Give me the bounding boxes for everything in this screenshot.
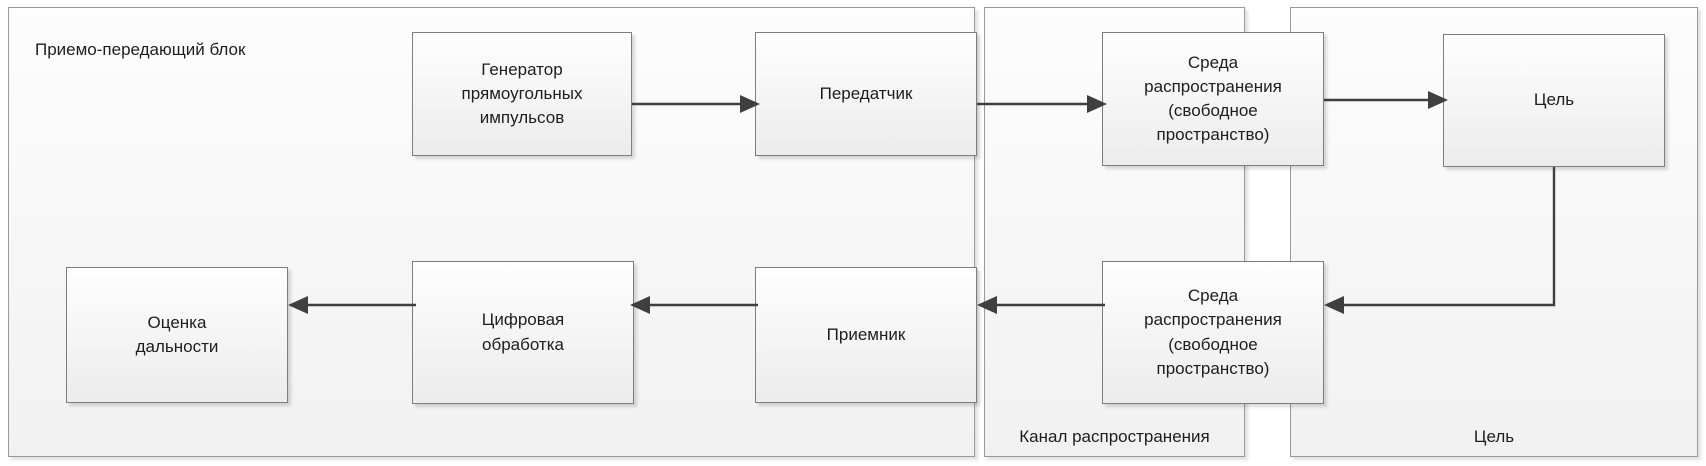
node-medium-return-label: Среда распространения (свободное простра… bbox=[1144, 286, 1282, 378]
node-transmitter[interactable]: Передатчик bbox=[755, 32, 977, 156]
arrowhead-icon bbox=[630, 296, 650, 314]
node-receiver-label: Приемник bbox=[826, 324, 906, 344]
group-target-label: Цель bbox=[1473, 427, 1515, 446]
node-digital-processing[interactable]: Цифровая обработка bbox=[412, 261, 634, 404]
group-channel-label: Канал распространения bbox=[1019, 427, 1210, 446]
connector-gen-to-tx bbox=[632, 95, 760, 113]
node-pulse-generator[interactable]: Генератор прямоугольных импульсов bbox=[412, 32, 632, 156]
arrowhead-icon bbox=[977, 296, 997, 314]
node-transmitter-label: Передатчик bbox=[819, 83, 913, 103]
node-medium-forward-label: Среда распространения (свободное простра… bbox=[1144, 52, 1282, 145]
node-medium-forward[interactable]: Среда распространения (свободное простра… bbox=[1102, 32, 1324, 166]
node-receiver[interactable]: Приемник bbox=[755, 267, 977, 403]
node-medium-return[interactable]: Среда распространения (свободное простра… bbox=[1102, 261, 1324, 404]
node-pulse-generator-label: Генератор прямоугольных импульсов bbox=[461, 59, 583, 128]
group-transceiver-label: Приемо-передающий блок bbox=[35, 40, 246, 59]
node-target-label: Цель bbox=[1533, 90, 1575, 110]
connector-medium-to-target bbox=[1324, 91, 1448, 109]
connector-target-to-medium bbox=[1324, 167, 1556, 314]
arrowhead-icon bbox=[1087, 95, 1107, 113]
arrowhead-icon bbox=[1428, 91, 1448, 109]
arrowhead-icon bbox=[288, 296, 308, 314]
node-range-estimate-label: Оценка дальности bbox=[135, 312, 219, 356]
connector-medium-to-rx bbox=[977, 296, 1105, 314]
connector-line bbox=[1342, 167, 1556, 307]
arrowhead-icon bbox=[740, 95, 760, 113]
connector-tx-to-medium bbox=[977, 95, 1107, 113]
connector-dsp-to-range bbox=[288, 296, 416, 314]
arrowhead-icon bbox=[1324, 296, 1344, 314]
node-digital-processing-label: Цифровая обработка bbox=[481, 310, 565, 354]
node-target[interactable]: Цель bbox=[1443, 34, 1665, 167]
node-range-estimate[interactable]: Оценка дальности bbox=[66, 267, 288, 403]
connector-rx-to-dsp bbox=[630, 296, 758, 314]
